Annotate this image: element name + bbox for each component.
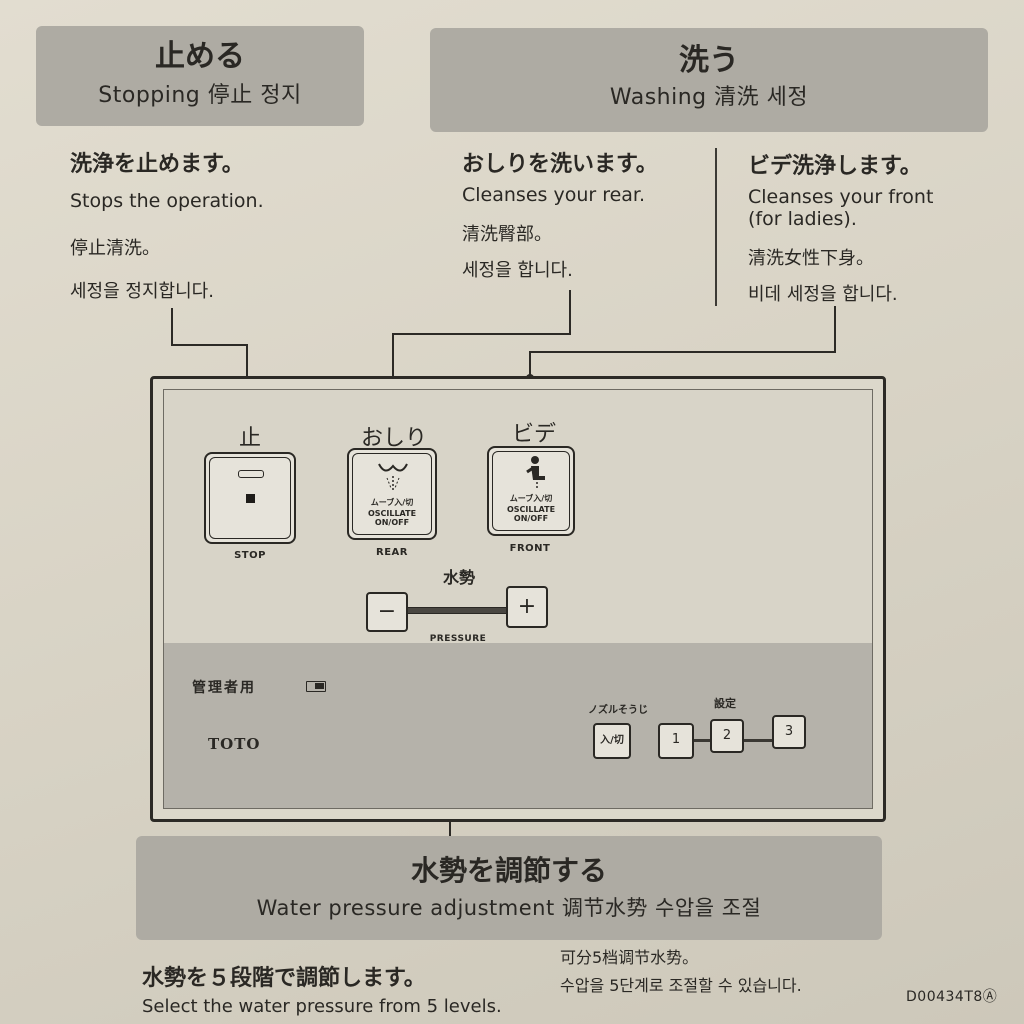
- battery-icon: [306, 681, 326, 692]
- pressure-ko: 수압을 5단계로 조절할 수 있습니다.: [560, 976, 802, 995]
- column-divider: [715, 148, 717, 306]
- stop-header-multilang: Stopping 停止 정지: [98, 83, 302, 108]
- brand-logo: TOTO: [208, 735, 261, 753]
- front-button[interactable]: ムーブ入/切 OSCILLATE ON/OFF: [487, 446, 575, 536]
- front-oscillate-en: OSCILLATE: [506, 505, 556, 514]
- pressure-top-label: 水勢: [442, 568, 475, 587]
- stop-square-icon: [246, 494, 255, 503]
- pressure-minus-button[interactable]: −: [366, 592, 408, 632]
- stop-zh: 停止清洗。: [70, 238, 160, 259]
- washing-header-jp: 洗う: [679, 43, 739, 78]
- pressure-header-multilang: Water pressure adjustment 调节水势 수압을 조절: [256, 896, 762, 920]
- stop-header-jp: 止める: [155, 39, 245, 74]
- rear-zh: 清洗臀部。: [462, 224, 552, 245]
- nozzle-clean-button[interactable]: 入/切: [593, 723, 631, 759]
- pressure-header-jp: 水勢を調節する: [410, 854, 607, 887]
- stop-button-top-label: 止: [238, 426, 261, 451]
- front-zh: 清洗女性下身。: [748, 248, 874, 269]
- pressure-en: Select the water pressure from 5 levels.: [142, 996, 502, 1017]
- front-ko: 비데 세정을 합니다.: [748, 284, 898, 305]
- rear-wash-icon: [378, 463, 408, 490]
- stop-indicator-icon: [238, 470, 264, 478]
- pressure-plus-button[interactable]: +: [506, 586, 548, 628]
- pressure-level-bar: [408, 607, 506, 614]
- rear-oscillate-en: OSCILLATE: [367, 509, 417, 518]
- stop-title: 洗浄を止めます。: [70, 152, 244, 177]
- front-oscillate-jp: ムーブ入/切: [509, 494, 553, 503]
- control-panel: 止 STOP おしり ムーブ入/切 OSCILLATE ON/OFF REAR: [150, 376, 886, 822]
- front-en-line1: Cleanses your front: [748, 186, 934, 208]
- pressure-title: 水勢を５段階で調節します。: [142, 966, 426, 991]
- setting-1-button[interactable]: 1: [658, 723, 694, 759]
- rear-oscillate-jp: ムーブ入/切: [370, 498, 414, 507]
- front-title: ビデ洗浄します。: [748, 154, 922, 179]
- rear-title: おしりを洗います。: [462, 152, 658, 177]
- front-button-top-label: ビデ: [511, 422, 556, 447]
- setting-3-button[interactable]: 3: [772, 715, 806, 749]
- washing-header-multilang: Washing 清洗 세정: [609, 85, 809, 110]
- stop-ko: 세정을 정지합니다.: [70, 281, 214, 302]
- stop-button-label: STOP: [234, 550, 266, 561]
- rear-button-top-label: おしり: [360, 426, 427, 451]
- front-en-line2: (for ladies).: [748, 208, 857, 230]
- setting-2-button[interactable]: 2: [710, 719, 744, 753]
- front-button-label: FRONT: [509, 543, 551, 554]
- pressure-label: PRESSURE: [429, 634, 487, 644]
- admin-label: 管理者用: [192, 680, 256, 696]
- rear-en: Cleanses your rear.: [462, 184, 646, 206]
- pressure-header: 水勢を調節する Water pressure adjustment 调节水势 수…: [136, 836, 882, 940]
- washing-header: 洗う Washing 清洗 세정: [430, 28, 988, 132]
- rear-ko: 세정을 합니다.: [462, 260, 573, 281]
- stop-header: 止める Stopping 停止 정지: [36, 26, 364, 126]
- nozzle-clean-label: ノズルそうじ: [588, 705, 648, 716]
- front-oscillate-onoff: ON/OFF: [513, 514, 549, 523]
- rear-button[interactable]: ムーブ入/切 OSCILLATE ON/OFF: [347, 448, 437, 540]
- rear-oscillate-onoff: ON/OFF: [374, 518, 410, 527]
- admin-area: 管理者用 TOTO ノズルそうじ 入/切 設定 1 2 3: [164, 643, 872, 808]
- document-code: D00434T8Ⓐ: [906, 989, 998, 1005]
- rear-button-label: REAR: [376, 547, 408, 558]
- pressure-zh: 可分5档调节水势。: [560, 948, 699, 967]
- stop-en: Stops the operation.: [70, 190, 264, 212]
- setting-label: 設定: [714, 697, 736, 710]
- stop-button[interactable]: [204, 452, 296, 544]
- bidet-person-icon: [526, 456, 545, 490]
- control-panel-face: 止 STOP おしり ムーブ入/切 OSCILLATE ON/OFF REAR: [163, 389, 873, 809]
